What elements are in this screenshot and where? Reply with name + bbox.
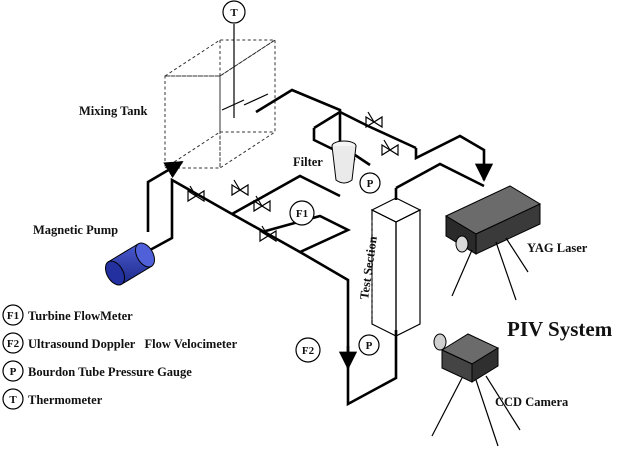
svg-text:P: P [366, 340, 373, 352]
legend-item: F1 Turbine FlowMeter [2, 304, 133, 326]
svg-text:P: P [367, 178, 374, 190]
filter-icon [331, 140, 357, 184]
test-section-label: Test Section [357, 235, 380, 300]
svg-text:Turbine FlowMeter: Turbine FlowMeter [28, 309, 133, 323]
magnetic-pump-icon [105, 242, 155, 286]
mixing-tank-label: Mixing Tank [79, 104, 147, 118]
mixing-tank [163, 39, 277, 169]
yag-laser-icon [444, 185, 542, 301]
svg-text:Ultrasound Doppler Flow Velo: Ultrasound Doppler Flow Velocimeter [28, 337, 238, 351]
flowmeter-f1-symbol: F1 [289, 200, 315, 226]
magnetic-pump-label: Magnetic Pump [33, 223, 118, 237]
legend-item: F2 Ultrasound Doppler Flow Velocimeter [2, 332, 238, 354]
legend-item: P Bourdon Tube Pressure Gauge [2, 360, 192, 382]
pressure-gauge-symbol-lower: P [358, 334, 380, 356]
svg-text:T: T [230, 7, 238, 19]
svg-text:F2: F2 [7, 338, 20, 350]
legend: F1 Turbine FlowMeter F2 Ultrasound Doppl… [2, 304, 238, 410]
legend-item: T Thermometer [2, 388, 103, 410]
svg-text:Bourdon Tube Pressure Gauge: Bourdon Tube Pressure Gauge [28, 365, 192, 379]
svg-text:T: T [9, 394, 17, 406]
svg-text:F1: F1 [7, 310, 19, 322]
flowmeter-f2-symbol: F2 [295, 337, 321, 363]
ccd-camera-label: CCD Camera [495, 395, 569, 409]
piv-system-title: PIV System [507, 317, 613, 341]
thermometer-symbol: T [222, 0, 246, 118]
svg-text:Thermometer: Thermometer [28, 393, 103, 407]
svg-text:P: P [10, 366, 17, 378]
test-section [370, 197, 422, 337]
filter-label: Filter [293, 155, 323, 169]
svg-text:F1: F1 [296, 208, 308, 220]
pipe-network [146, 88, 494, 407]
valve-symbols [187, 111, 399, 243]
svg-text:F2: F2 [302, 345, 315, 357]
yag-laser-label: YAG Laser [527, 241, 588, 255]
pressure-gauge-symbol-upper: P [359, 172, 381, 194]
ccd-camera-icon [431, 333, 521, 447]
